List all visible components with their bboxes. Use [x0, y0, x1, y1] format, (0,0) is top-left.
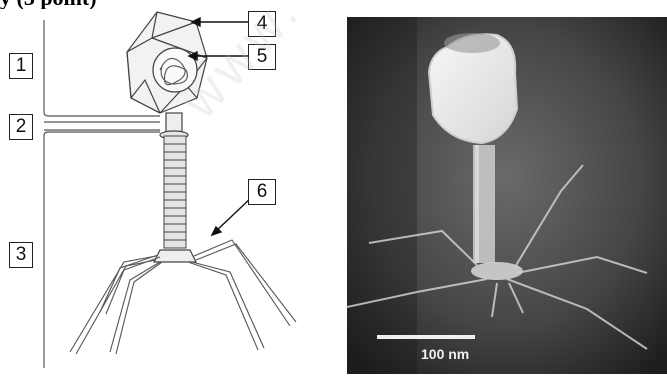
base-plate [154, 250, 196, 262]
electron-micrograph: 100 nm [347, 17, 667, 374]
label-box-2: 2 [9, 114, 33, 140]
label-box-4: 4 [248, 11, 276, 37]
micrograph-drawing [347, 17, 667, 374]
scale-bar [377, 335, 475, 339]
bacteriophage-diagram: 1 2 3 4 5 6 [0, 0, 330, 374]
label-box-6: 6 [248, 179, 276, 205]
diagram-drawing [0, 0, 330, 374]
tail-sheath [164, 136, 186, 248]
label-box-5: 5 [248, 44, 276, 70]
scale-bar-label: 100 nm [421, 346, 469, 362]
bracket-3 [44, 132, 160, 368]
label-box-1: 1 [9, 53, 33, 79]
label-box-3: 3 [9, 242, 33, 268]
capsid [127, 12, 207, 113]
bracket-2 [44, 122, 160, 130]
